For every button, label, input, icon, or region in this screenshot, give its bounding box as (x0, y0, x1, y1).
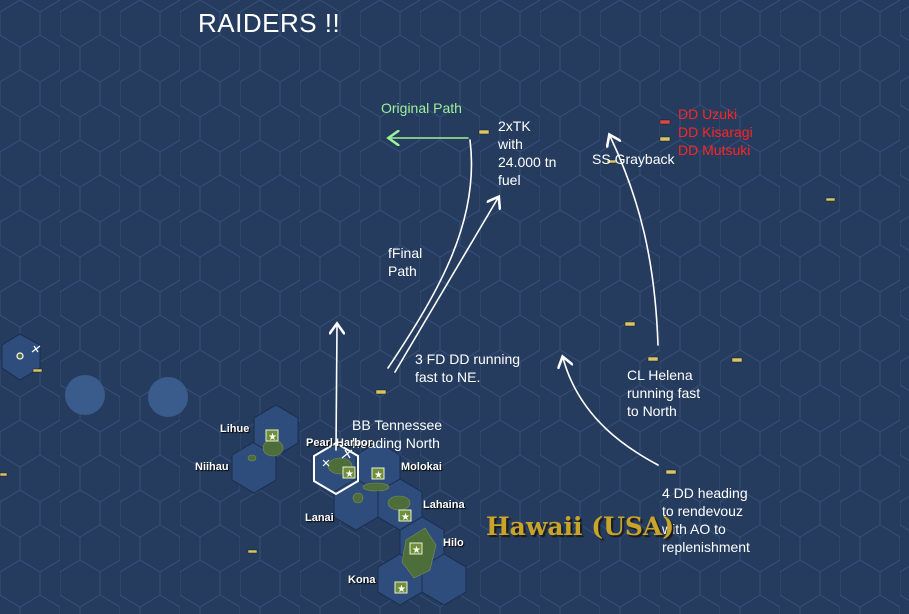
bb-tennessee-label: BB Tennessee heading North (352, 417, 443, 451)
enemy-ship-label: DD Mutsuki (678, 142, 751, 158)
island-landmasses (247, 439, 437, 579)
ss-grayback-label: SS Grayback (592, 151, 675, 167)
final-path-arrow (387, 139, 473, 369)
island-label-niihau[interactable]: Niihau (195, 461, 229, 473)
cl-helena-label: CL Helena running fast to North (627, 367, 701, 419)
ship-icon (731, 357, 743, 363)
bb-tennessee-arrow (336, 325, 337, 451)
ship-icon (624, 321, 636, 327)
base-star-icon: ★ (374, 470, 383, 481)
island-label-molokai[interactable]: Molokai (401, 461, 442, 473)
island-label-kona[interactable]: Kona (348, 574, 376, 586)
fd-dd-label: 3 FD DD running fast to NE. (415, 351, 521, 385)
ship-counters[interactable] (0, 119, 836, 554)
cl-helena-arrow (610, 136, 659, 346)
island-label-pearl-harbor[interactable]: Pearl Harbor (306, 437, 373, 449)
final-path-return-arrow (394, 198, 498, 373)
base-star-icon: ★ (412, 545, 421, 556)
ship-icon (659, 119, 671, 125)
ship-icon (825, 197, 836, 202)
page-title: RAIDERS !! (198, 8, 341, 38)
tanker-label: 2xTK with 24.000 tn fuel (498, 118, 557, 188)
ship-icon (606, 159, 617, 164)
ship-icon (375, 389, 387, 395)
dd-group-label: 4 DD heading to rendevouz with AO to rep… (662, 485, 750, 555)
island-label-lihue[interactable]: Lihue (220, 423, 250, 435)
base-star-icon: ★ (345, 469, 354, 480)
enemy-ship-label: DD Uzuki (678, 106, 738, 122)
ship-icon (647, 356, 659, 362)
ship-icon (0, 472, 8, 477)
island-label-hilo[interactable]: Hilo (443, 537, 464, 549)
region-label: Hawaii (USA) (486, 512, 675, 541)
dd-group-arrow (563, 358, 659, 466)
base-markers[interactable] (265, 429, 423, 594)
ship-icon (478, 129, 490, 135)
enemy-ship-label: DD Kisaragi (678, 124, 753, 140)
base-star-icon: ★ (401, 512, 410, 523)
base-star-icon: ★ (268, 432, 277, 443)
ship-icon (665, 469, 677, 475)
final-path-label: fFinal Path (388, 245, 423, 279)
island-label-lahaina[interactable]: Lahaina (423, 499, 465, 511)
ship-icon (247, 549, 258, 554)
island-label-lanai[interactable]: Lanai (305, 512, 334, 524)
ship-icon (659, 136, 671, 142)
ship-icon (32, 368, 43, 373)
original-path-label: Original Path (381, 100, 462, 116)
base-star-icon: ★ (397, 584, 406, 595)
